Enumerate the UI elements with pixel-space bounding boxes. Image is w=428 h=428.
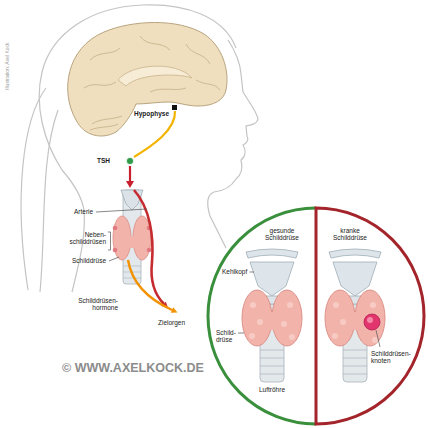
leader-line <box>109 257 119 261</box>
trachea-ring <box>260 374 284 375</box>
bracket <box>108 232 111 250</box>
lobule <box>372 337 378 343</box>
arrowhead <box>171 307 178 312</box>
panel-heading: gesunde Schilddrüse <box>265 227 299 241</box>
thyroid-isthmus <box>262 312 282 330</box>
target-label: Zielorgen <box>158 319 185 326</box>
panel-border <box>208 208 316 424</box>
hormone-arrow <box>128 260 172 310</box>
corpus-callosum <box>118 66 192 86</box>
parathyroid <box>113 226 118 231</box>
trachea-ring <box>260 350 284 351</box>
cerebellum-fold <box>92 116 122 124</box>
part-label: Kehlkopf <box>222 268 247 275</box>
thyroid-isthmus <box>124 236 140 248</box>
credit-label: Illustration: Axel Kock <box>5 42 11 90</box>
part-label: Schild- drüse <box>216 329 236 343</box>
trachea-ring <box>343 374 367 375</box>
hyoid <box>329 249 381 258</box>
lobule <box>257 319 263 325</box>
lobule <box>332 333 338 339</box>
arrowhead <box>126 181 134 188</box>
hyoid <box>246 249 298 258</box>
part-label: Luftröhre <box>259 386 285 393</box>
trachea-ring <box>343 350 367 351</box>
trachea-ring <box>123 278 141 279</box>
thyroid-nodule <box>364 314 380 330</box>
pituitary-marker <box>172 105 177 110</box>
part-label: Neben- schilddrüsen <box>70 231 107 245</box>
leader-line <box>96 209 147 212</box>
brain-fold <box>90 48 120 60</box>
part-label: Schilddrüsen- knoten <box>371 350 411 364</box>
lobule <box>249 333 255 339</box>
cerebellum-fold <box>90 124 118 130</box>
panel-outline <box>316 208 424 424</box>
hair-outline <box>39 5 236 170</box>
lobule <box>287 302 293 308</box>
nodule-highlight <box>367 317 373 323</box>
lobule <box>281 321 287 327</box>
parathyroid <box>147 248 152 253</box>
tsh-pathway <box>134 111 175 157</box>
brain <box>68 23 227 137</box>
brain-fold <box>84 82 116 88</box>
trachea-rings <box>260 350 284 374</box>
lobule <box>340 319 346 325</box>
parathyroid <box>113 248 118 253</box>
neck-thyroid <box>113 190 152 284</box>
leader-line <box>238 333 244 334</box>
leader-line <box>376 330 380 347</box>
lobules <box>332 302 378 343</box>
healthy-thyroid <box>238 249 302 382</box>
brain-fold <box>196 80 220 90</box>
trachea-rings <box>343 350 367 374</box>
organ-label: Hypophyse <box>134 110 169 117</box>
lobule <box>333 302 339 308</box>
brain-shape <box>68 23 227 137</box>
lobule <box>289 334 295 340</box>
inset-ground <box>208 208 424 424</box>
part-label: Schilddrüse <box>72 257 106 264</box>
panel-border <box>316 208 424 424</box>
artery <box>134 190 164 304</box>
tsh-arrow <box>129 166 131 182</box>
thyroid-isthmus <box>345 312 365 330</box>
trachea-ring <box>343 358 367 359</box>
brain-fold <box>140 36 170 50</box>
brain-folds <box>84 36 220 130</box>
tsh-dot <box>126 157 133 164</box>
trachea-ring <box>343 366 367 367</box>
inset-panel: kranke Schilddrüse <box>316 208 424 424</box>
trachea-ring <box>123 266 141 267</box>
watermark: © WWW.AXELKOCK.DE <box>62 362 204 376</box>
brain-fold <box>186 44 210 64</box>
trachea-ring <box>260 358 284 359</box>
lobule <box>250 302 256 308</box>
neck-outline <box>62 170 84 292</box>
hormone-label: Schilddrüsen- hormone <box>78 297 118 311</box>
brain-fold <box>150 88 186 92</box>
lobule <box>370 302 376 308</box>
hormone-label: TSH <box>97 157 110 164</box>
leader-line <box>250 272 255 273</box>
part-label: Arterie <box>74 208 93 215</box>
ponytail <box>40 110 58 292</box>
head-profile <box>21 5 258 292</box>
trachea-ring <box>260 366 284 367</box>
panel-heading: kranke Schilddrüse <box>333 227 367 241</box>
lobules <box>249 302 295 340</box>
